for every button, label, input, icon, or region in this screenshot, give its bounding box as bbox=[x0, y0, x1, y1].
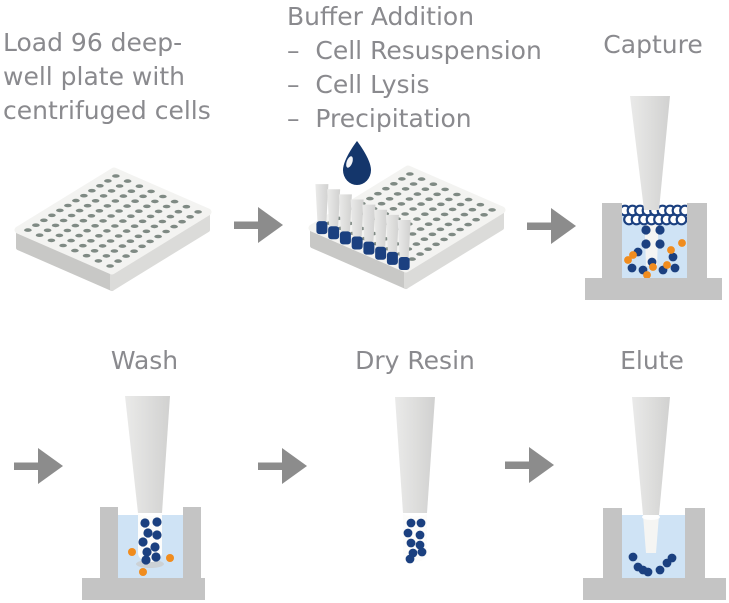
resin-dots bbox=[138, 517, 162, 565]
step-buffer-text: Buffer Addition – Cell Resuspension – Ce… bbox=[287, 0, 577, 136]
elute-illustration bbox=[583, 397, 726, 600]
pipette-tip bbox=[632, 397, 670, 515]
droplet-icon bbox=[343, 141, 371, 185]
impurity-dots bbox=[128, 548, 174, 576]
step-buffer-bullet: – Cell Lysis bbox=[287, 70, 430, 99]
step-load-line: Load 96 deep- bbox=[3, 28, 183, 57]
lysate-dots bbox=[624, 239, 686, 279]
arrow-icon bbox=[258, 448, 307, 484]
pipette-tip bbox=[125, 396, 170, 513]
capture-illustration bbox=[585, 96, 722, 300]
arrow-icon bbox=[14, 448, 63, 484]
dry-resin-illustration bbox=[395, 397, 435, 564]
step-elute-label: Elute bbox=[620, 346, 684, 375]
arrow-icon bbox=[234, 207, 283, 243]
step-wash-label: Wash bbox=[110, 346, 179, 375]
arrow-icon bbox=[527, 208, 576, 244]
wash-illustration bbox=[82, 396, 205, 600]
step-dry-label: Dry Resin bbox=[355, 346, 475, 375]
step-load-line: centrifuged cells bbox=[3, 96, 211, 125]
step-capture-label: Capture bbox=[603, 30, 703, 59]
pipette-tip bbox=[630, 96, 670, 210]
plate-holes bbox=[24, 174, 202, 268]
pipette-tip bbox=[395, 397, 435, 513]
plate-with-tips-illustration bbox=[308, 165, 506, 289]
step-load-text: Load 96 deep- well plate with centrifuge… bbox=[3, 26, 253, 128]
step-buffer-title: Buffer Addition bbox=[287, 2, 475, 31]
plate-96well-illustration bbox=[14, 167, 212, 291]
resin-dots bbox=[403, 518, 427, 564]
eluted-dna-dots bbox=[628, 552, 677, 577]
arrow-icon bbox=[505, 447, 554, 483]
step-buffer-bullet: – Cell Resuspension bbox=[287, 36, 542, 65]
step-buffer-bullet: – Precipitation bbox=[287, 104, 472, 133]
step-load-line: well plate with bbox=[3, 62, 185, 91]
pipette-tips bbox=[315, 184, 411, 270]
